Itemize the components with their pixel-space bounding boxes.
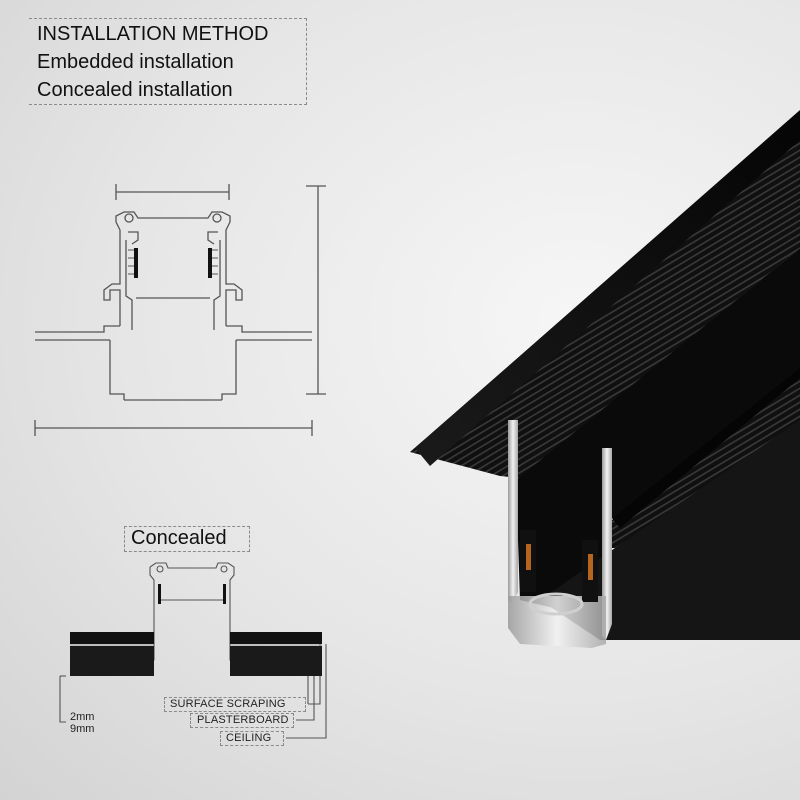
surface-scraping-label: SURFACE SCRAPING [170,698,286,710]
track-profile-render [410,110,800,648]
embedded-conductor-strips [134,248,212,278]
concealed-title: Concealed [131,527,227,549]
concealed-installation-text: Concealed installation [37,79,233,101]
dimension-2mm: 2mm [70,711,95,723]
surface-scraping-frame [164,697,306,712]
ceiling-frame [220,731,284,746]
concealed-conductor-strips [158,584,226,604]
installation-method-frame [29,18,307,105]
concealed-title-frame [124,526,250,552]
plasterboard-blocks [70,632,322,676]
dimension-9mm: 9mm [70,723,95,735]
installation-method-heading: INSTALLATION METHOD [37,23,269,45]
plasterboard-label: PLASTERBOARD [197,714,289,726]
ceiling-label: CEILING [226,732,272,744]
plasterboard-frame [190,713,294,728]
embedded-section-drawing [34,184,326,436]
embedded-installation-text: Embedded installation [37,51,234,73]
